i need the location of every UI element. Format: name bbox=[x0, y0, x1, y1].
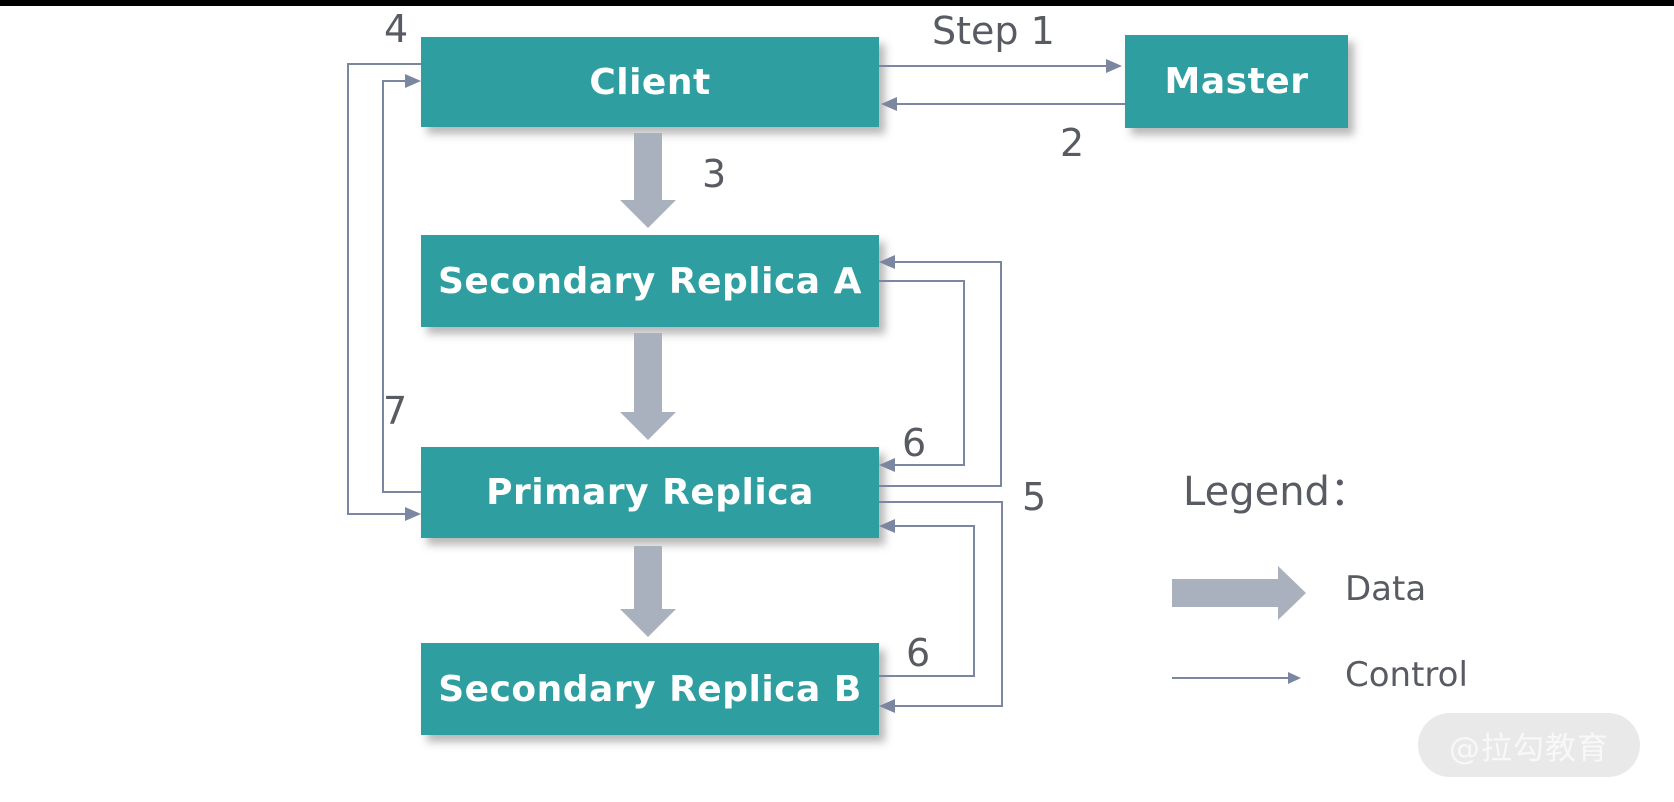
node-client-label: Client bbox=[589, 61, 711, 103]
data-arrow-client-to-secondary-a-head-icon bbox=[620, 200, 676, 228]
edge-step7-vertical-segment bbox=[382, 80, 384, 493]
edge-step5b-vertical-segment bbox=[1001, 501, 1003, 707]
data-arrow-secondary-a-to-primary-head-icon bbox=[620, 412, 676, 440]
edge-step6b-top-segment bbox=[895, 525, 975, 527]
edge-step5b-top-segment bbox=[879, 501, 1003, 503]
node-primary-replica-label: Primary Replica bbox=[486, 472, 814, 513]
edge-step5a-bottom-segment bbox=[879, 485, 1002, 487]
edge-step6a-vertical-segment bbox=[963, 280, 965, 466]
edge-step7-bottom-segment bbox=[384, 491, 421, 493]
edge-step5b-arrowhead-icon bbox=[879, 699, 895, 713]
edge-step4-arrowhead-icon bbox=[405, 507, 421, 521]
data-arrow-primary-to-secondary-b-head-icon bbox=[620, 609, 676, 637]
node-master-label: Master bbox=[1164, 61, 1309, 102]
watermark-text: @拉勾教育 bbox=[1449, 730, 1609, 767]
data-arrow-primary-to-secondary-b-shaft bbox=[634, 546, 662, 609]
legend-data-arrow-shaft bbox=[1172, 579, 1278, 607]
node-primary-replica: Primary Replica bbox=[421, 447, 879, 538]
label-step1: Step 1 bbox=[932, 9, 1055, 53]
edge-step2-line bbox=[897, 103, 1125, 105]
label-step5: 5 bbox=[1022, 475, 1047, 519]
label-step2: 2 bbox=[1060, 121, 1085, 165]
edge-step4-top-segment bbox=[349, 63, 421, 65]
edge-step5a-vertical-segment bbox=[1000, 261, 1002, 487]
edge-step2-arrowhead-icon bbox=[881, 97, 897, 111]
label-step7: 7 bbox=[383, 389, 408, 433]
legend-data-label: Data bbox=[1345, 569, 1427, 609]
edge-step1-arrowhead-icon bbox=[1106, 59, 1122, 73]
edge-step5a-top-segment bbox=[895, 261, 1002, 263]
label-step6-lower: 6 bbox=[906, 631, 931, 675]
legend-control-arrow-line bbox=[1172, 677, 1288, 679]
edge-step7-top-segment bbox=[384, 80, 405, 82]
edge-step5b-bottom-segment bbox=[895, 705, 1003, 707]
node-secondary-replica-a: Secondary Replica A bbox=[421, 235, 879, 327]
legend-control-label: Control bbox=[1345, 655, 1468, 695]
node-client: Client bbox=[421, 37, 879, 127]
label-step4: 4 bbox=[384, 7, 409, 51]
edge-step4-vertical-segment bbox=[347, 63, 349, 515]
edge-step6b-vertical-segment bbox=[973, 526, 975, 677]
edge-step6a-top-segment bbox=[879, 280, 965, 282]
node-secondary-replica-b-label: Secondary Replica B bbox=[438, 668, 862, 710]
edge-step5a-arrowhead-icon bbox=[879, 255, 895, 269]
label-step3: 3 bbox=[702, 152, 727, 196]
node-secondary-replica-b: Secondary Replica B bbox=[421, 643, 879, 735]
edge-step6a-bottom-segment bbox=[895, 464, 965, 466]
edge-step1-line bbox=[879, 65, 1108, 67]
legend-control-arrow-head-icon bbox=[1288, 672, 1301, 684]
watermark-badge: @拉勾教育 bbox=[1418, 713, 1640, 777]
edge-step6b-arrowhead-icon bbox=[879, 519, 895, 533]
legend-data-arrow-head-icon bbox=[1278, 566, 1306, 620]
data-arrow-secondary-a-to-primary-shaft bbox=[634, 333, 662, 412]
edge-step4-bottom-segment bbox=[349, 513, 405, 515]
edge-step6a-arrowhead-icon bbox=[879, 458, 895, 472]
edge-step6b-bottom-segment bbox=[879, 675, 975, 677]
node-master: Master bbox=[1125, 35, 1348, 128]
node-secondary-replica-a-label: Secondary Replica A bbox=[438, 260, 862, 302]
legend-title: Legend： bbox=[1183, 469, 1370, 515]
data-arrow-client-to-secondary-a-shaft bbox=[634, 133, 662, 200]
top-black-bar bbox=[0, 0, 1674, 6]
edge-step7-arrowhead-icon bbox=[405, 74, 421, 88]
label-step6-upper: 6 bbox=[902, 421, 927, 465]
